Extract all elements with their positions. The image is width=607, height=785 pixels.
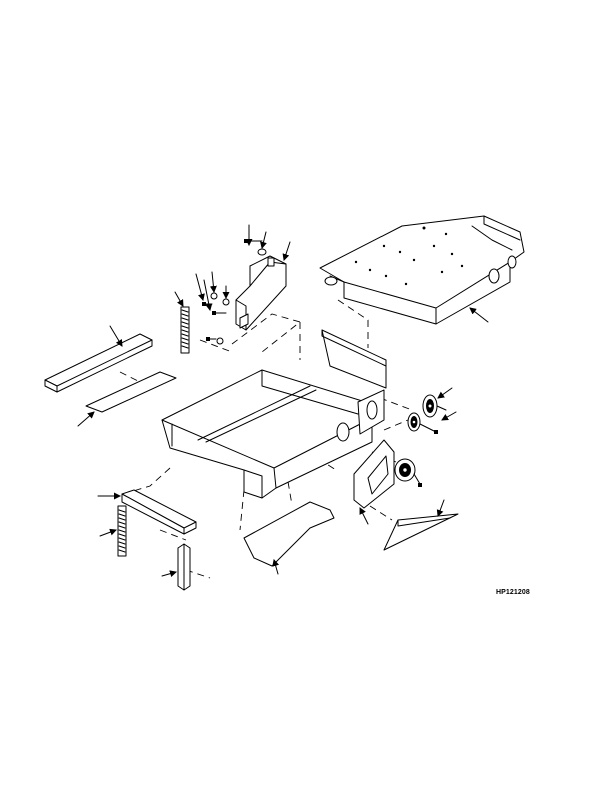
- upper-frame-section: [319, 215, 525, 325]
- drawing-id-label: HP121208: [496, 589, 530, 596]
- flange-bearing-upper: [422, 394, 447, 418]
- access-cover: [353, 439, 395, 509]
- triangular-gusset: [383, 513, 459, 551]
- callout-arrows: [77, 224, 489, 578]
- brush-strip-lower: [117, 505, 127, 557]
- side-panel: [321, 329, 387, 389]
- flat-strip-left: [85, 371, 177, 413]
- flange-bearing-lower: [394, 458, 422, 487]
- bolt-stack: [202, 239, 267, 345]
- vertical-post: [177, 543, 191, 591]
- mounting-bracket: [235, 255, 287, 331]
- angle-channel-lower: [121, 489, 197, 535]
- main-housing: [161, 369, 385, 499]
- bottom-cover-plate: [243, 501, 335, 567]
- angle-channel-left: [44, 333, 153, 393]
- brush-strip-upper: [180, 306, 190, 354]
- flange-bearing-middle: [407, 412, 438, 434]
